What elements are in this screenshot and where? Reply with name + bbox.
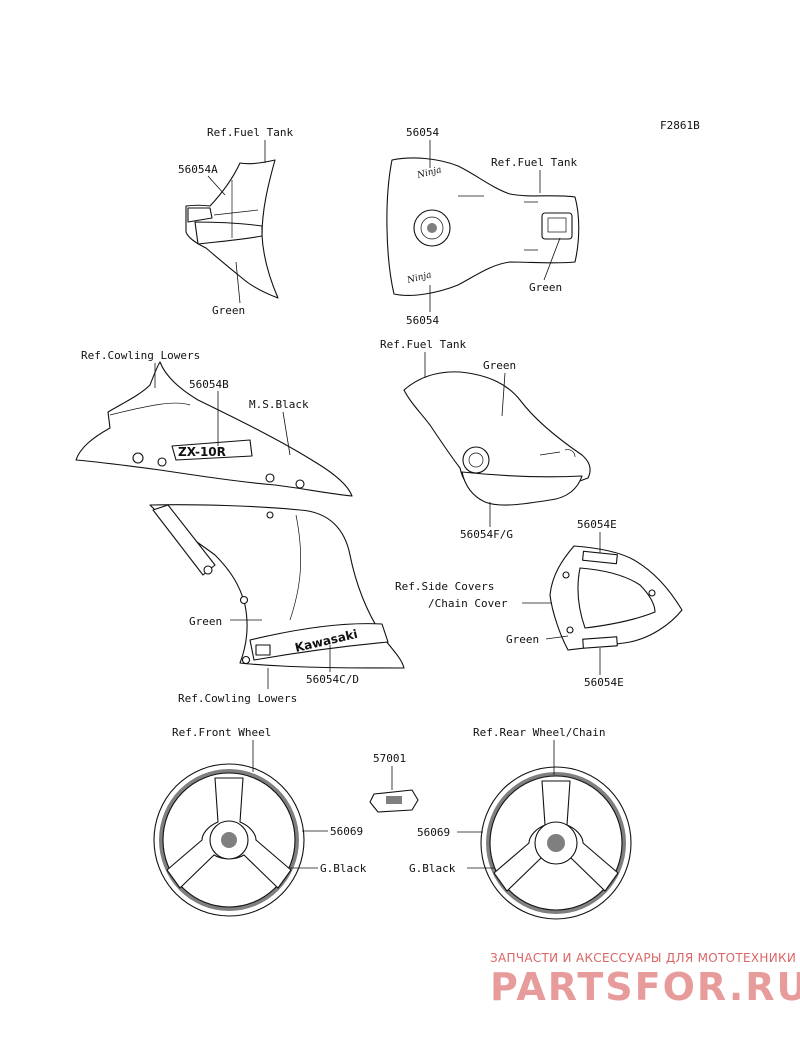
tank-side-cap-inner (468, 452, 484, 468)
leader-green-3 (501, 372, 506, 417)
upper-cowl-crease (109, 402, 191, 416)
green-label-1: Green (212, 304, 245, 317)
green-label-4: Green (189, 615, 222, 628)
tank-rear-recess (541, 212, 573, 240)
cowling-lower-drawing: Kawasaki (149, 504, 405, 689)
part-57001-label: 57001 (373, 752, 406, 765)
ref-cowling-lowers-label-1: Ref.Cowling Lowers (81, 349, 200, 362)
cowling-upper-drawing: ZX-10R (75, 361, 353, 497)
ref-fuel-tank-label-1: Ref.Fuel Tank (207, 126, 293, 139)
lower-cowl-crease (289, 514, 302, 621)
tank-side-fittings (539, 449, 576, 458)
ref-fuel-tank-label-3: Ref.Fuel Tank (380, 338, 466, 351)
g-black-rear-label: G.Black (409, 862, 456, 875)
part-56069-front-label: 56069 (330, 825, 363, 838)
ref-front-wheel-label: Ref.Front Wheel (172, 726, 271, 739)
side-covers-group: 56054E Ref.Side Covers /Chain Cover Gree… (395, 518, 683, 689)
part-56054-top-label: 56054 (406, 126, 439, 139)
ms-black-label: M.S.Black (249, 398, 309, 411)
zx10r-decal: ZX-10R (178, 445, 226, 459)
lower-cowl-vent (255, 644, 271, 656)
side-cover-decal-bottom (582, 636, 618, 649)
rear-cover-band (194, 221, 263, 245)
front-wheel-axle (221, 832, 237, 848)
part-56054E-bottom-label: 56054E (584, 676, 624, 689)
fuel-cap-center (427, 223, 437, 233)
tank-top-group: 56054 Ref.Fuel Tank Green 56054 Ninja Ni… (386, 126, 580, 327)
ref-fuel-tank-label-2: Ref.Fuel Tank (491, 156, 577, 169)
rear-cover-ribs (213, 180, 259, 238)
leader-green-2 (543, 237, 561, 281)
ref-side-covers-label-line2: /Chain Cover (428, 597, 508, 610)
rear-wheel-axle (547, 834, 565, 852)
front-wheel-drawing (153, 740, 328, 917)
side-covers-drawing (522, 532, 683, 675)
lower-cowl-bolt-1 (203, 565, 213, 575)
part-56054E-top-label: 56054E (577, 518, 617, 531)
upper-cowl-shell (75, 361, 353, 497)
fuel-cap-inner (420, 216, 444, 240)
rear-wheel-group: Ref.Rear Wheel/Chain 56069 G.Black (409, 726, 632, 920)
front-wheel-group: Ref.Front Wheel 56069 G.Black (153, 726, 367, 917)
lower-cowl-bolt-2 (239, 595, 249, 605)
rear-wheel-drawing (457, 740, 632, 920)
tank-mount-marks (524, 201, 538, 251)
side-cover-opening (577, 567, 656, 629)
g-black-front-label: G.Black (320, 862, 367, 875)
part-56054CD-label: 56054C/D (306, 673, 359, 686)
watermark: ЗАПЧАСТИ И АКСЕССУАРЫ ДЛЯ МОТОТЕХНИКИ PA… (490, 951, 800, 1009)
part-56054FG-label: 56054F/G (460, 528, 513, 541)
cowling-upper-group: Ref.Cowling Lowers 56054B M.S.Black ZX-1… (75, 349, 353, 497)
lower-cowl-decal-band (249, 623, 389, 661)
ref-cowling-lowers-label-2: Ref.Cowling Lowers (178, 692, 297, 705)
tank-side-drawing (403, 352, 591, 527)
tank-top-drawing: Ninja Ninja (386, 140, 580, 312)
tank-side-group: Ref.Fuel Tank Green 56054F/G (380, 338, 591, 541)
cowl-bolt-4 (295, 479, 305, 489)
tank-side-lower-panel (461, 471, 583, 506)
leader-56054A (207, 175, 226, 196)
tank-rear-cover-group: Ref.Fuel Tank 56054A Green (178, 126, 293, 317)
side-cover-decal-top (582, 550, 618, 565)
figure-code: F2861B (660, 119, 700, 132)
part-56069-rear-label: 56069 (417, 826, 450, 839)
lower-cowl-bolt-4 (266, 511, 274, 519)
leader-green-5 (545, 635, 569, 640)
cowl-bolt-2 (157, 457, 167, 467)
green-label-3: Green (483, 359, 516, 372)
watermark-tagline: ЗАПЧАСТИ И АКСЕССУАРЫ ДЛЯ МОТОТЕХНИКИ (490, 951, 796, 965)
cowl-bolt-1 (132, 452, 144, 464)
tool-detail (386, 796, 402, 804)
lower-cowl-bolt-3 (241, 655, 251, 665)
lower-cowl-front-bracket (152, 504, 216, 576)
part-56054A-label: 56054A (178, 163, 218, 176)
part-56054-bottom-label: 56054 (406, 314, 439, 327)
cowling-lower-group: Green 56054C/D Ref.Cowling Lowers Kawasa… (149, 504, 405, 705)
tank-rear-recess-inner (547, 217, 567, 233)
ref-side-covers-label-line1: Ref.Side Covers (395, 580, 494, 593)
small-part-group: 57001 (369, 752, 419, 813)
part-56054B-label: 56054B (189, 378, 229, 391)
leader-ms-black (282, 411, 291, 456)
green-label-2: Green (529, 281, 562, 294)
cowl-bolt-3 (265, 473, 275, 483)
small-part-drawing (369, 766, 419, 813)
side-cover-bolt-2 (566, 626, 574, 634)
tank-top-shell (386, 157, 580, 296)
side-cover-bolt-1 (562, 571, 570, 579)
green-label-5: Green (506, 633, 539, 646)
tank-rear-cover-drawing (185, 140, 279, 304)
leader-green-1 (235, 261, 241, 304)
upper-cowl-decal-plate (171, 439, 253, 461)
rear-cover-tab (187, 207, 213, 223)
side-cover-bolt-3 (648, 589, 656, 597)
tank-side-cap (462, 446, 490, 474)
watermark-logo-text: PARTSFOR.RU (490, 965, 800, 1009)
ref-rear-wheel-label: Ref.Rear Wheel/Chain (473, 726, 605, 739)
